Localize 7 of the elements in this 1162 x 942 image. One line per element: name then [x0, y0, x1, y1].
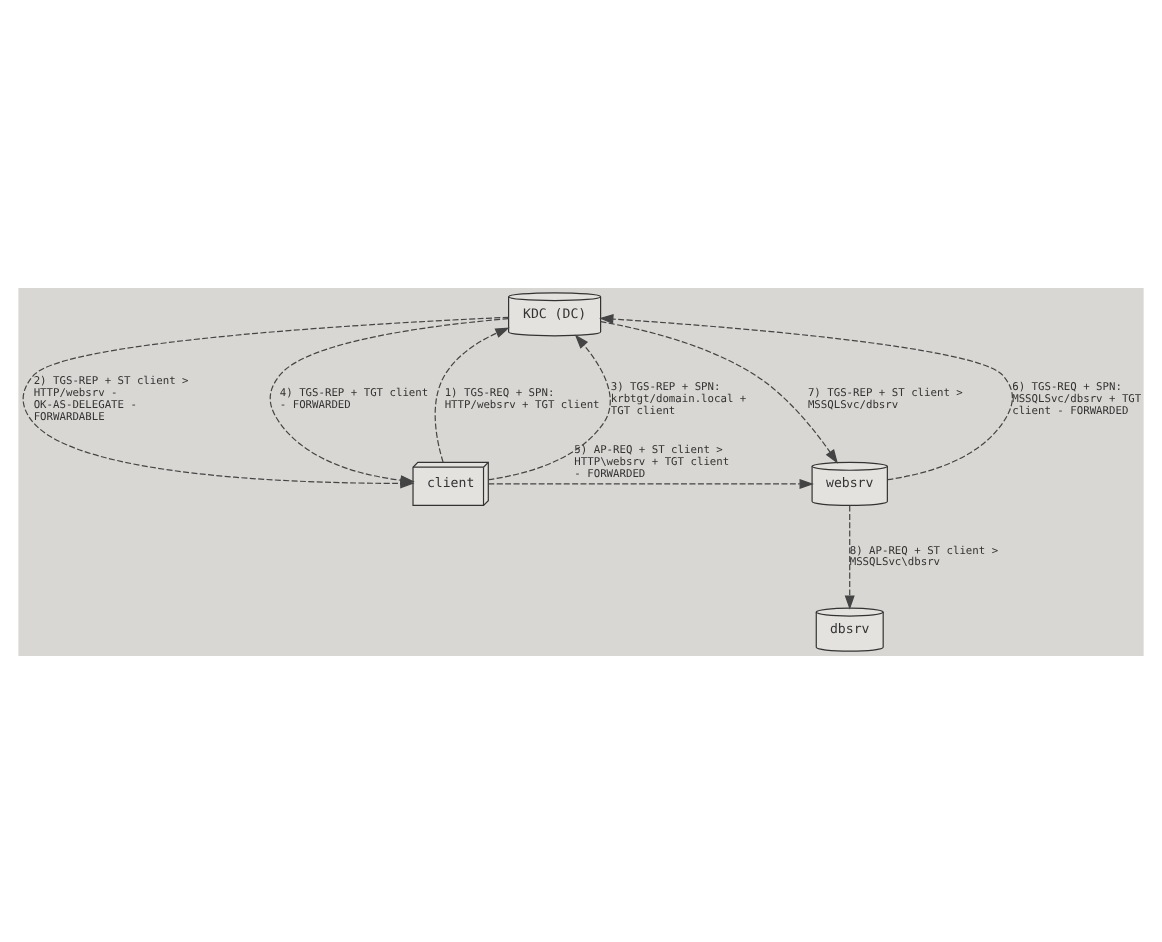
- arrow: [600, 320, 838, 463]
- arrow: [487, 333, 611, 480]
- arrow: [599, 313, 1013, 480]
- arrow: [487, 477, 814, 488]
- arrow: [844, 504, 855, 609]
- arrow: [434, 326, 510, 462]
- arrow: [269, 317, 509, 485]
